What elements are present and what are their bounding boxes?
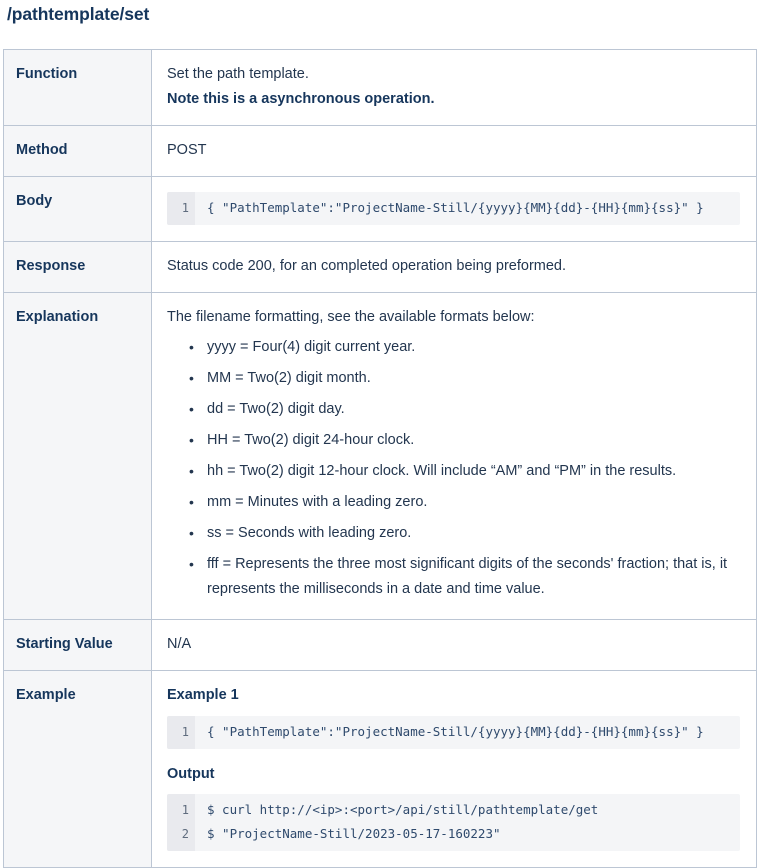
example-code-block[interactable]: 1 { "PathTemplate":"ProjectName-Still/{y… <box>167 716 740 749</box>
row-label-response: Response <box>3 241 152 293</box>
code-line: 1 $ curl http://<ip>:<port>/api/still/pa… <box>167 794 740 822</box>
table-row: Method POST <box>3 125 757 177</box>
row-value-function: Set the path template. Note this is a as… <box>151 49 757 126</box>
code-line: 1 { "PathTemplate":"ProjectName-Still/{y… <box>167 716 740 749</box>
api-spec-table: Function Set the path template. Note thi… <box>3 49 757 868</box>
list-item: HH = Two(2) digit 24-hour clock. <box>187 425 746 456</box>
row-label-method: Method <box>3 125 152 177</box>
code-line-text: $ curl http://<ip>:<port>/api/still/path… <box>207 802 599 817</box>
output-heading: Output <box>167 766 215 782</box>
row-value-example: Example 1 1 { "PathTemplate":"ProjectNam… <box>151 670 757 868</box>
function-note: Note this is a asynchronous operation. <box>167 91 435 107</box>
row-value-starting-value: N/A <box>151 619 757 671</box>
code-line-number: 1 <box>167 794 195 822</box>
output-code-block[interactable]: 1 $ curl http://<ip>:<port>/api/still/pa… <box>167 794 740 851</box>
row-value-response: Status code 200, for an completed operat… <box>151 241 757 293</box>
row-label-example: Example <box>3 670 152 868</box>
example-heading: Example 1 <box>167 687 239 703</box>
code-line-number: 2 <box>167 822 195 851</box>
code-line-text: $ "ProjectName-Still/2023-05-17-160223" <box>207 826 501 841</box>
function-description: Set the path template. <box>167 66 309 82</box>
table-row: Body 1 { "PathTemplate":"ProjectName-Sti… <box>3 176 757 242</box>
page-title: /pathtemplate/set <box>7 4 150 24</box>
api-spec-table-body: Function Set the path template. Note thi… <box>3 49 757 868</box>
table-row: Example Example 1 1 { "PathTemplate":"Pr… <box>3 670 757 868</box>
row-value-body: 1 { "PathTemplate":"ProjectName-Still/{y… <box>151 176 757 242</box>
response-value: Status code 200, for an completed operat… <box>167 258 567 274</box>
format-list: yyyy = Four(4) digit current year. MM = … <box>167 332 746 605</box>
body-code-block[interactable]: 1 { "PathTemplate":"ProjectName-Still/{y… <box>167 192 740 225</box>
list-item: dd = Two(2) digit day. <box>187 394 746 425</box>
row-label-explanation: Explanation <box>3 292 152 620</box>
code-line-text: { "PathTemplate":"ProjectName-Still/{yyy… <box>207 200 704 215</box>
list-item: yyyy = Four(4) digit current year. <box>187 332 746 363</box>
explanation-intro: The filename formatting, see the availab… <box>167 309 535 325</box>
list-item: ss = Seconds with leading zero. <box>187 518 746 549</box>
code-line: 1 { "PathTemplate":"ProjectName-Still/{y… <box>167 192 740 225</box>
code-line: 2 $ "ProjectName-Still/2023-05-17-160223… <box>167 822 740 851</box>
row-label-function: Function <box>3 49 152 126</box>
list-item: fff = Represents the three most signific… <box>187 549 746 605</box>
starting-value-text: N/A <box>167 636 192 652</box>
code-line-text: { "PathTemplate":"ProjectName-Still/{yyy… <box>207 724 704 739</box>
table-row: Function Set the path template. Note thi… <box>3 49 757 126</box>
table-row: Response Status code 200, for an complet… <box>3 241 757 293</box>
method-value: POST <box>167 142 207 158</box>
list-item: mm = Minutes with a leading zero. <box>187 487 746 518</box>
row-label-body: Body <box>3 176 152 242</box>
row-value-explanation: The filename formatting, see the availab… <box>151 292 757 620</box>
list-item: hh = Two(2) digit 12-hour clock. Will in… <box>187 456 746 487</box>
list-item: MM = Two(2) digit month. <box>187 363 746 394</box>
code-line-number: 1 <box>167 192 195 225</box>
row-label-starting-value: Starting Value <box>3 619 152 671</box>
table-row: Starting Value N/A <box>3 619 757 671</box>
code-line-number: 1 <box>167 716 195 749</box>
table-row: Explanation The filename formatting, see… <box>3 292 757 620</box>
row-value-method: POST <box>151 125 757 177</box>
